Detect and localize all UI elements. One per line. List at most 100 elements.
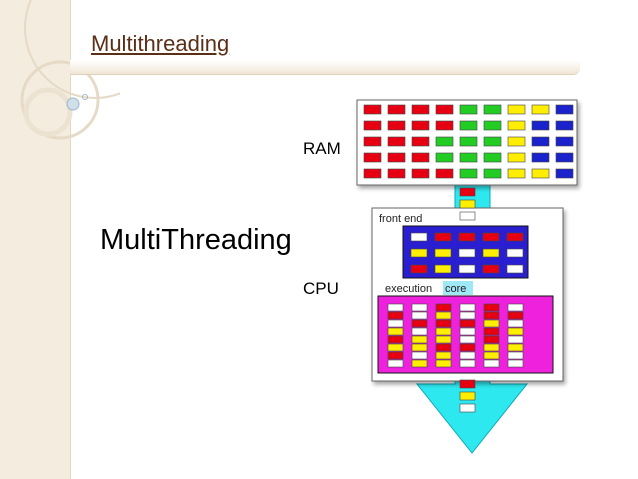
core-slot	[435, 311, 452, 320]
core-slot	[483, 335, 500, 344]
ram-slot	[555, 120, 574, 131]
front-end-label: front end	[379, 213, 422, 225]
core-slot	[411, 359, 428, 368]
core-slot	[387, 359, 404, 368]
ram-slot	[483, 152, 502, 163]
core-slot	[411, 327, 428, 336]
front-end-slot	[482, 264, 500, 274]
left-decorative-band	[0, 0, 71, 479]
title-underline-bar	[70, 60, 580, 75]
pipe-slot	[459, 379, 476, 389]
core-label: core	[445, 283, 466, 295]
ram-slot	[363, 120, 382, 131]
core-slot	[411, 311, 428, 320]
ram-slot	[531, 120, 550, 131]
front-end-slot	[458, 248, 476, 258]
core-slot	[459, 359, 476, 368]
ram-slot	[435, 152, 454, 163]
ram-slot	[555, 152, 574, 163]
ram-slot	[483, 120, 502, 131]
front-end-slot	[482, 232, 500, 242]
core-slot	[387, 351, 404, 360]
ram-slot	[507, 120, 526, 131]
execution-label: execution	[385, 283, 432, 295]
pipe-slot	[459, 391, 476, 401]
core-slot	[507, 311, 524, 320]
front-end-slot	[506, 248, 524, 258]
core-slot	[483, 359, 500, 368]
ram-slot	[459, 152, 478, 163]
ram-slot	[555, 104, 574, 115]
ram-slot	[531, 104, 550, 115]
core-slot	[411, 335, 428, 344]
ram-slot	[387, 104, 406, 115]
core-slot	[411, 343, 428, 352]
core-slot	[387, 343, 404, 352]
ram-slot	[555, 136, 574, 147]
core-slot	[387, 319, 404, 328]
ram-slot	[483, 168, 502, 179]
ram-slot	[363, 136, 382, 147]
ram-slot	[363, 152, 382, 163]
ram-slot	[411, 152, 430, 163]
core-slot	[459, 319, 476, 328]
core-slot	[507, 351, 524, 360]
ram-slot	[363, 168, 382, 179]
cpu-label: CPU	[303, 279, 339, 298]
slide-subheading: MultiThreading	[100, 224, 292, 256]
ram-slot	[411, 104, 430, 115]
core-slot	[435, 359, 452, 368]
pipe-slot	[459, 199, 476, 209]
core-slot	[435, 303, 452, 312]
pipe-slot	[459, 403, 476, 413]
ram-slot	[555, 168, 574, 179]
front-end-slot	[434, 248, 452, 258]
core-slot	[483, 351, 500, 360]
ram-slot	[363, 104, 382, 115]
ram-slot	[459, 120, 478, 131]
core-slot	[483, 303, 500, 312]
core-slot	[459, 303, 476, 312]
core-slot	[459, 311, 476, 320]
front-end-slot	[458, 232, 476, 242]
slide-title: Multithreading	[91, 31, 230, 56]
core-slot	[435, 319, 452, 328]
core-slot	[435, 343, 452, 352]
front-end-slot	[410, 248, 428, 258]
core-slot	[483, 311, 500, 320]
core-slot	[435, 351, 452, 360]
front-end-slot	[434, 232, 452, 242]
core-slot	[483, 327, 500, 336]
core-label-highlight	[443, 281, 473, 295]
ram-slot	[411, 168, 430, 179]
core-slot	[507, 303, 524, 312]
core-slot	[435, 335, 452, 344]
pipe-slot	[459, 187, 476, 197]
core-slot	[387, 327, 404, 336]
ram-slot	[507, 104, 526, 115]
ram-slot	[435, 136, 454, 147]
core-slot	[459, 335, 476, 344]
ram-slot	[483, 136, 502, 147]
front-end-slot	[506, 264, 524, 274]
core-slot	[483, 343, 500, 352]
core-slot	[459, 327, 476, 336]
pipe-slot	[459, 211, 476, 221]
decorative-circles	[20, 0, 120, 140]
front-end-slot	[458, 264, 476, 274]
core-slot	[459, 351, 476, 360]
ram-slot	[531, 152, 550, 163]
ram-slot	[507, 168, 526, 179]
ram-slot	[435, 120, 454, 131]
ram-slot	[411, 136, 430, 147]
core-slot	[435, 327, 452, 336]
ram-slot	[411, 120, 430, 131]
core-slot	[507, 319, 524, 328]
core-slot	[507, 327, 524, 336]
ram-label: RAM	[303, 139, 341, 158]
core-slot	[507, 359, 524, 368]
core-slot	[387, 311, 404, 320]
ram-slot	[387, 136, 406, 147]
